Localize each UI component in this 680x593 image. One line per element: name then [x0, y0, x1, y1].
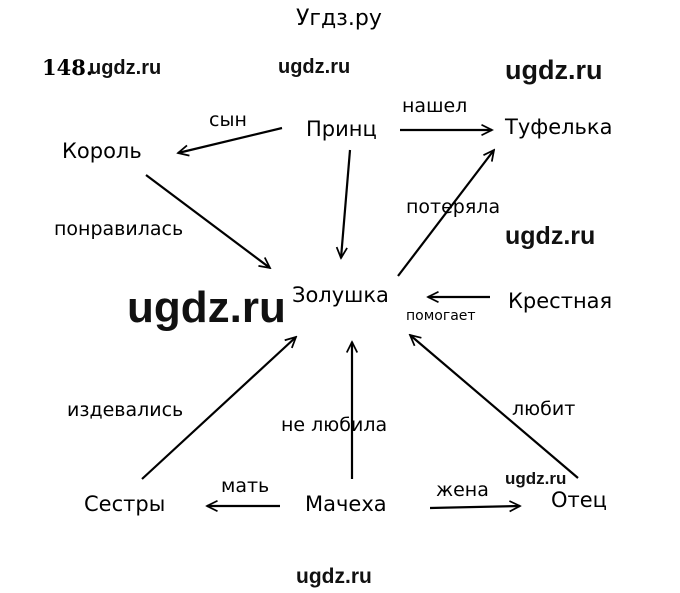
watermark-footer: ugdz.ru [296, 565, 372, 588]
site-title: Угдз.ру [296, 6, 382, 31]
watermark-3: ugdz.ru [505, 55, 603, 85]
label-mother: мать [221, 475, 270, 497]
watermark-large: ugdz.ru [127, 283, 286, 332]
label-found: нашел [402, 95, 468, 117]
exercise-number: 148. [42, 55, 94, 80]
arrow-prince-cinderella [341, 149, 352, 258]
node-godmother: Крестная [508, 289, 613, 313]
watermark-2: ugdz.ru [278, 56, 351, 78]
label-liked: понравилась [54, 218, 184, 240]
label-loves: любит [512, 398, 576, 420]
arrow-father-cinderella [410, 335, 579, 479]
node-cinderella: Золушка [292, 283, 389, 307]
label-helps: помогает [406, 308, 476, 324]
node-king: Король [62, 139, 142, 163]
node-sisters: Сестры [84, 492, 166, 516]
node-father: Отец [551, 488, 607, 512]
watermark-1: ugdz.ru [89, 57, 162, 79]
node-prince: Принц [306, 117, 377, 141]
watermark-4: ugdz.ru [505, 222, 596, 250]
node-slipper: Туфелька [505, 115, 613, 139]
arrow-stepmother-father [429, 506, 520, 508]
arrow-king-cinderella [145, 174, 270, 268]
arrow-cinderella-slipper [397, 150, 494, 277]
arrow-prince-king [178, 126, 283, 153]
watermark-5: ugdz.ru [505, 469, 567, 488]
label-son: сын [209, 109, 247, 131]
label-wife: жена [436, 479, 489, 501]
label-mocked: издевались [67, 399, 184, 421]
node-stepmother: Мачеха [305, 492, 387, 516]
arrow-sisters-cinderella [141, 337, 296, 480]
label-disliked: не любила [281, 414, 388, 436]
label-lost: потеряла [406, 196, 501, 218]
